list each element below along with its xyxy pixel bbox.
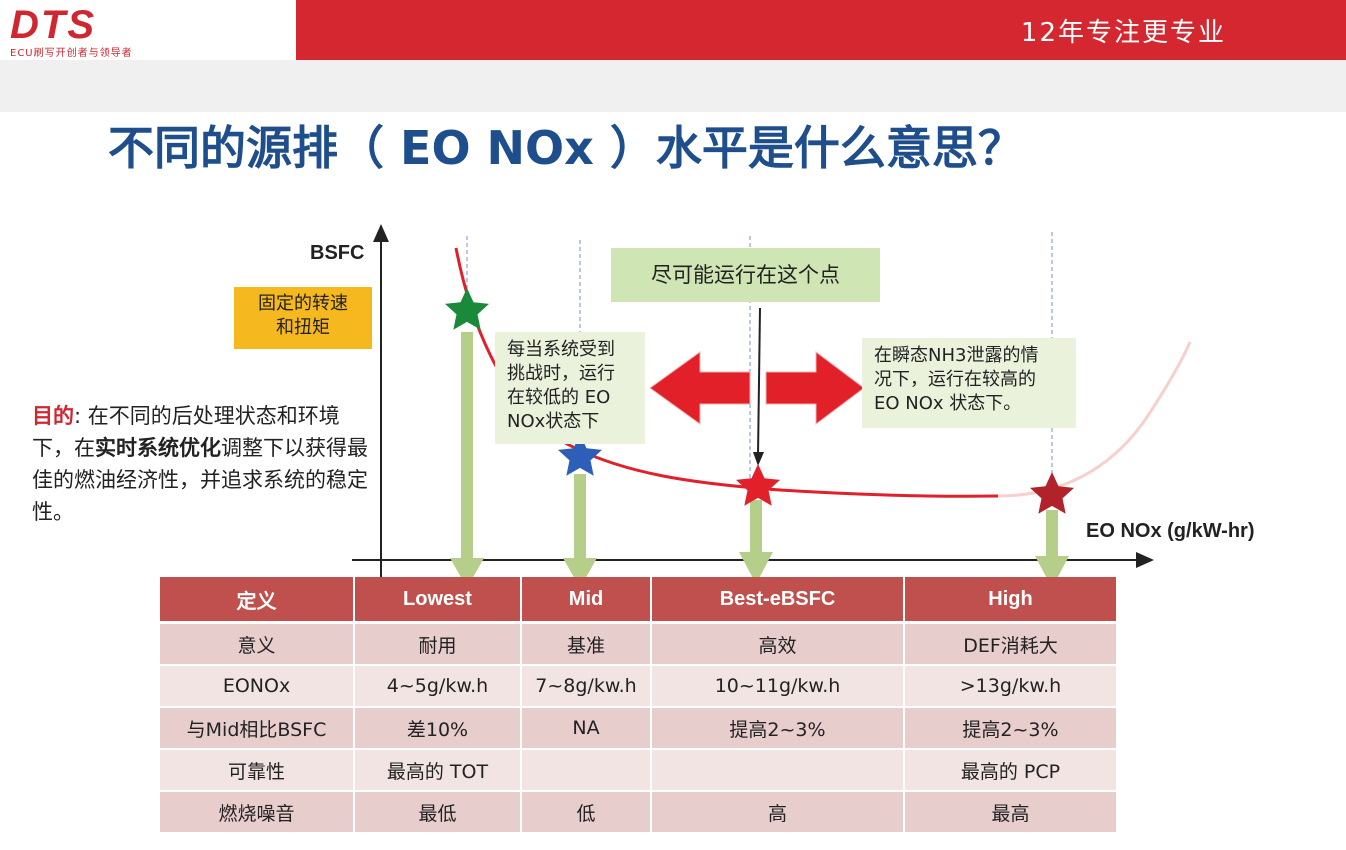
right-red-arrow: [765, 351, 865, 425]
table-header-row: 定义 Lowest Mid Best-eBSFC High: [160, 577, 1116, 624]
table-cell: DEF消耗大: [905, 624, 1116, 666]
high-state-line-1: 在瞬态NH3泄露的情: [874, 345, 1039, 366]
star-high: [1030, 472, 1074, 514]
table-cell: NA: [522, 708, 650, 750]
table-cell: 4~5g/kw.h: [355, 666, 520, 708]
fixed-box-line-1: 固定的转速: [258, 293, 348, 314]
high-state-line-3: EO NOx 状态下。: [874, 393, 1022, 414]
table-cell: 差10%: [355, 708, 520, 750]
high-state-box: 在瞬态NH3泄露的情 况下，运行在较高的 EO NOx 状态下。: [862, 338, 1076, 428]
low-state-line-3: 在较低的 EO: [507, 387, 611, 408]
goal-text-1: : 在不同的后处理状态和环境下，在: [32, 404, 340, 460]
grey-strip: [0, 60, 1346, 112]
header-band: 12年专注更专业: [296, 0, 1346, 60]
down-arrow-mid: [563, 474, 597, 588]
pointer-line: [757, 307, 761, 457]
left-red-arrow: [649, 351, 751, 425]
fixed-speed-torque-box: 固定的转速 和扭矩: [234, 287, 372, 349]
table-cell: 意义: [160, 624, 353, 666]
table-cell: 耐用: [355, 624, 520, 666]
table-cell: 提高2~3%: [905, 708, 1116, 750]
star-best: [736, 464, 780, 506]
table-row: EONOx 4~5g/kw.h 7~8g/kw.h 10~11g/kw.h >1…: [160, 666, 1116, 708]
table-cell: 最低: [355, 792, 520, 834]
table-cell: 最高的 PCP: [905, 750, 1116, 792]
table-cell: 低: [522, 792, 650, 834]
table-row: 可靠性 最高的 TOT 最高的 PCP: [160, 750, 1116, 792]
pointer-head: [753, 452, 764, 466]
table-row: 意义 耐用 基准 高效 DEF消耗大: [160, 624, 1116, 666]
table-cell: 高效: [652, 624, 903, 666]
table-cell: 高: [652, 792, 903, 834]
down-arrow-high: [1035, 510, 1069, 588]
goal-label: 目的: [32, 404, 74, 428]
table-cell: 与Mid相比BSFC: [160, 708, 353, 750]
table-cell: 10~11g/kw.h: [652, 666, 903, 708]
table-cell: 提高2~3%: [652, 708, 903, 750]
header-lowest: Lowest: [355, 577, 520, 624]
goal-paragraph: 目的: 在不同的后处理状态和环境下，在实时系统优化调整下以获得最佳的燃油经济性，…: [32, 400, 372, 528]
header-definition: 定义: [160, 577, 353, 624]
page-title: 不同的源排（ EO NOx ）水平是什么意思？: [108, 121, 1024, 175]
table-cell: [522, 750, 650, 792]
table-cell: 最高的 TOT: [355, 750, 520, 792]
table-cell: [652, 750, 903, 792]
logo-tagline: ECU刷写开创者与领导者: [10, 48, 133, 59]
star-lowest: [445, 288, 489, 330]
table-cell: 最高: [905, 792, 1116, 834]
goal-text-2: 调整下以获得最佳的燃油经济性，并追求系统的稳定性。: [32, 436, 368, 524]
table-cell: 燃烧噪音: [160, 792, 353, 834]
y-axis-label: BSFC: [310, 242, 364, 264]
table-cell: >13g/kw.h: [905, 666, 1116, 708]
table-row: 燃烧噪音 最低 低 高 最高: [160, 792, 1116, 834]
fixed-box-line-2: 和扭矩: [276, 317, 330, 338]
low-state-box: 每当系统受到 挑战时，运行 在较低的 EO NOx状态下: [495, 332, 645, 444]
table-cell: 基准: [522, 624, 650, 666]
best-point-box: 尽可能运行在这个点: [611, 248, 880, 302]
low-state-line-2: 挑战时，运行: [507, 363, 615, 384]
star-mid: [558, 434, 602, 476]
goal-emphasis: 实时系统优化: [95, 436, 221, 460]
definition-table: 定义 Lowest Mid Best-eBSFC High 意义 耐用 基准 高…: [158, 577, 1118, 834]
header-mid: Mid: [522, 577, 650, 624]
dts-logo: DTS: [10, 3, 96, 47]
header-logo-area: DTS ECU刷写开创者与领导者: [0, 0, 296, 60]
bsfc-curve: [454, 247, 999, 498]
low-state-line-1: 每当系统受到: [507, 339, 615, 360]
low-state-line-4: NOx状态下: [507, 411, 600, 432]
table-cell: 7~8g/kw.h: [522, 666, 650, 708]
table-cell: 可靠性: [160, 750, 353, 792]
header-high: High: [905, 577, 1116, 624]
high-state-line-2: 况下，运行在较高的: [874, 369, 1036, 390]
table-cell: EONOx: [160, 666, 353, 708]
down-arrow-best: [739, 500, 773, 584]
header-best: Best-eBSFC: [652, 577, 903, 624]
down-arrow-lowest: [450, 332, 484, 588]
table-row: 与Mid相比BSFC 差10% NA 提高2~3% 提高2~3%: [160, 708, 1116, 750]
slogan: 12年专注更专业: [1020, 18, 1226, 48]
x-axis-label: EO NOx (g/kW-hr): [1086, 520, 1255, 542]
